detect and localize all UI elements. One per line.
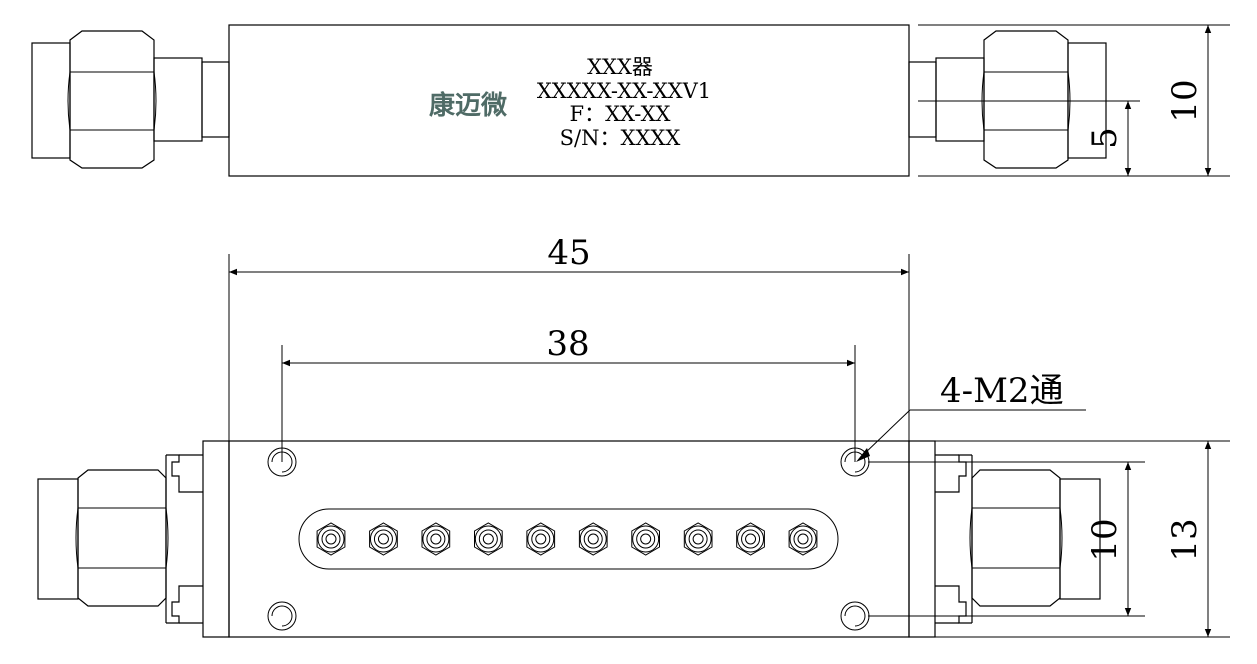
callout-leader: [862, 409, 911, 456]
tuning-screws: [316, 522, 818, 556]
tuning-screw: [421, 522, 451, 556]
dim-hole-spacing: 38: [546, 324, 589, 364]
tuning-screw: [631, 522, 660, 556]
tuning-screw: [526, 522, 556, 556]
tuning-screw: [578, 522, 608, 556]
dim-hole-vertical: 10: [1085, 518, 1125, 561]
mounting-hole-bottom-right: [840, 601, 870, 631]
dim-bottom-height: 13: [1165, 518, 1205, 561]
brand-logo: 康迈微: [429, 90, 507, 121]
hole-callout: 4-M2通: [940, 371, 1064, 411]
tuning-screw: [474, 522, 503, 556]
callout-arrow: [856, 448, 870, 462]
tuning-screw: [316, 522, 346, 556]
bottom-body: [228, 440, 910, 638]
bottom-right-connector: [908, 440, 1101, 638]
tuning-screw: [369, 522, 398, 556]
tuning-screw: [736, 522, 765, 556]
top-right-connector: [908, 30, 1107, 169]
dim-top-center: 5: [1085, 127, 1125, 149]
mounting-hole-top-left: [267, 447, 297, 477]
label-line-1: XXX器: [587, 55, 653, 79]
tuning-screw: [788, 522, 818, 556]
top-view: 康迈微 XXX器 XXXXX-XX-XXV1 F：XX-XX S/N：XXXX …: [31, 24, 1230, 177]
dim-top-height: 10: [1165, 79, 1205, 122]
top-left-connector: [31, 30, 230, 169]
tuning-screw: [683, 522, 713, 556]
dim-length: 45: [547, 233, 590, 273]
bottom-left-connector: [37, 440, 230, 638]
label-line-3: F：XX-XX: [570, 102, 671, 126]
tuning-slot: [298, 508, 839, 570]
label-line-2: XXXXX-XX-XXV1: [537, 79, 711, 103]
bottom-view: 45 38 4-M2通: [37, 233, 1230, 638]
label-line-4: S/N：XXXX: [560, 126, 681, 150]
mounting-hole-bottom-left: [267, 601, 297, 631]
